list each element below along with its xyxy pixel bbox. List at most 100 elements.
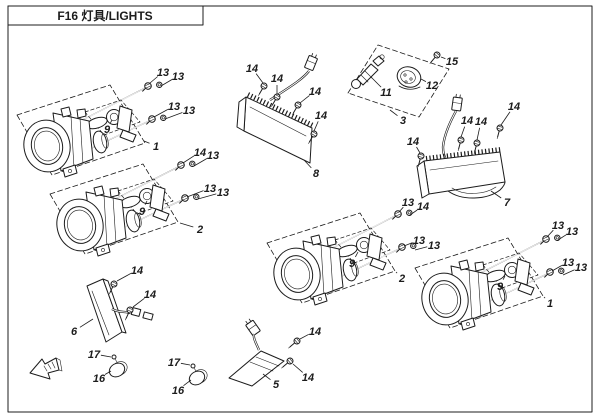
callout-label-14: 14 — [407, 136, 419, 148]
callout-leader-15 — [440, 56, 446, 59]
title-box-border — [7, 5, 204, 26]
callout-label-17: 17 — [168, 357, 181, 369]
callout-label-13: 13 — [428, 240, 440, 252]
callout-label-13: 13 — [552, 220, 564, 232]
callout-leader-3 — [389, 109, 398, 117]
callout-label-13: 13 — [183, 105, 195, 117]
callout-leader-13 — [160, 79, 173, 87]
callout-leader-9 — [355, 251, 359, 258]
callout-label-13: 13 — [168, 101, 180, 113]
connector-plug-icon — [303, 52, 320, 72]
callout-leader-14 — [299, 95, 310, 104]
callout-label-9: 9 — [349, 258, 356, 270]
callout-leader-13 — [557, 234, 567, 241]
screw-17 — [190, 363, 196, 369]
callout-label-14: 14 — [309, 326, 321, 338]
callout-leader-14 — [476, 127, 480, 141]
callout-label-14: 14 — [144, 289, 156, 301]
callout-leader-13 — [551, 265, 563, 272]
callout-leader-16 — [104, 370, 112, 375]
callout-leader-7 — [490, 190, 502, 199]
callout-label-13: 13 — [562, 257, 574, 269]
callout-label-11: 11 — [380, 87, 391, 99]
callout-leader-12 — [420, 78, 427, 82]
callout-leader-13 — [546, 229, 554, 238]
callout-leader-14 — [409, 209, 418, 216]
callout-label-14: 14 — [246, 63, 258, 75]
taillight-assembly-7 — [414, 93, 506, 199]
callout-leader-14 — [255, 73, 264, 84]
callout-label-12: 12 — [426, 80, 438, 92]
callout-label-1: 1 — [547, 298, 553, 310]
callout-leader-14 — [116, 273, 132, 282]
callout-leader-17 — [100, 354, 112, 358]
callout-label-13: 13 — [204, 183, 216, 195]
connector-plug-icon — [451, 93, 464, 112]
callout-leader-9 — [110, 119, 113, 124]
bracket-panel-6 — [86, 278, 154, 343]
callout-leader-6 — [79, 318, 94, 328]
callout-leader-2 — [179, 222, 194, 228]
callout-leader-1 — [543, 296, 546, 299]
lamp-12 — [396, 66, 422, 90]
callout-label-13: 13 — [207, 150, 219, 162]
callout-label-15: 15 — [446, 56, 459, 68]
callout-label-8: 8 — [313, 168, 320, 180]
callout-leader-14 — [292, 363, 303, 373]
callout-label-14: 14 — [508, 101, 520, 113]
callout-leader-11 — [370, 76, 382, 88]
screw-17 — [111, 354, 117, 360]
callout-leader-14 — [313, 121, 319, 132]
callout-leader-13 — [153, 109, 169, 118]
callout-label-13: 13 — [172, 71, 184, 83]
callout-leader-9 — [144, 200, 148, 205]
border-frame — [7, 5, 593, 413]
headlight-assembly-2-center — [267, 205, 417, 305]
title-box: F16 灯具/LIGHTS — [7, 5, 204, 26]
callout-leader-14 — [416, 146, 421, 154]
callout-label-5: 5 — [273, 379, 280, 391]
callout-leader-13 — [403, 242, 413, 247]
callout-leader-13 — [164, 112, 183, 120]
callout-leader-13 — [149, 76, 158, 84]
callout-leader-16 — [183, 379, 192, 387]
callout-leader-1 — [143, 140, 150, 144]
callout-label-7: 7 — [504, 197, 511, 209]
callout-label-14: 14 — [315, 110, 327, 122]
callout-label-13: 13 — [413, 235, 425, 247]
callout-label-14: 14 — [271, 73, 283, 85]
callout-label-14: 14 — [309, 86, 321, 98]
callout-label-14: 14 — [475, 116, 487, 128]
callout-label-13: 13 — [217, 187, 229, 199]
callout-leader-13 — [414, 246, 428, 251]
callout-label-2: 2 — [196, 224, 203, 236]
reflector-16-right — [188, 363, 208, 386]
callout-leader-8 — [303, 159, 312, 169]
reflector-16-left — [108, 354, 128, 378]
signal-lamp-5 — [228, 317, 302, 387]
callout-leader-13 — [562, 269, 575, 276]
callout-label-14: 14 — [302, 372, 314, 384]
callout-leader-14 — [132, 297, 145, 308]
lamp-kit-group-3 — [347, 44, 450, 118]
callout-leader-13 — [186, 190, 204, 198]
callout-label-16: 16 — [93, 373, 106, 385]
callout-label-3: 3 — [400, 115, 406, 127]
page-title: F16 灯具/LIGHTS — [57, 8, 152, 23]
callout-label-2: 2 — [398, 273, 405, 285]
callout-label-14: 14 — [194, 147, 206, 159]
callout-label-9: 9 — [139, 206, 146, 218]
bulb-11 — [351, 54, 385, 89]
callout-leader-14 — [500, 111, 511, 126]
callout-label-6: 6 — [71, 326, 78, 338]
callout-leader-13 — [398, 206, 404, 213]
connector-plug-icon — [142, 311, 154, 321]
callout-leader-14 — [182, 155, 195, 164]
callout-leader-14 — [299, 333, 309, 340]
callout-label-13: 13 — [402, 197, 414, 209]
direction-arrow — [29, 357, 63, 380]
callout-label-14: 14 — [417, 201, 429, 213]
callout-leader-2 — [395, 271, 398, 274]
